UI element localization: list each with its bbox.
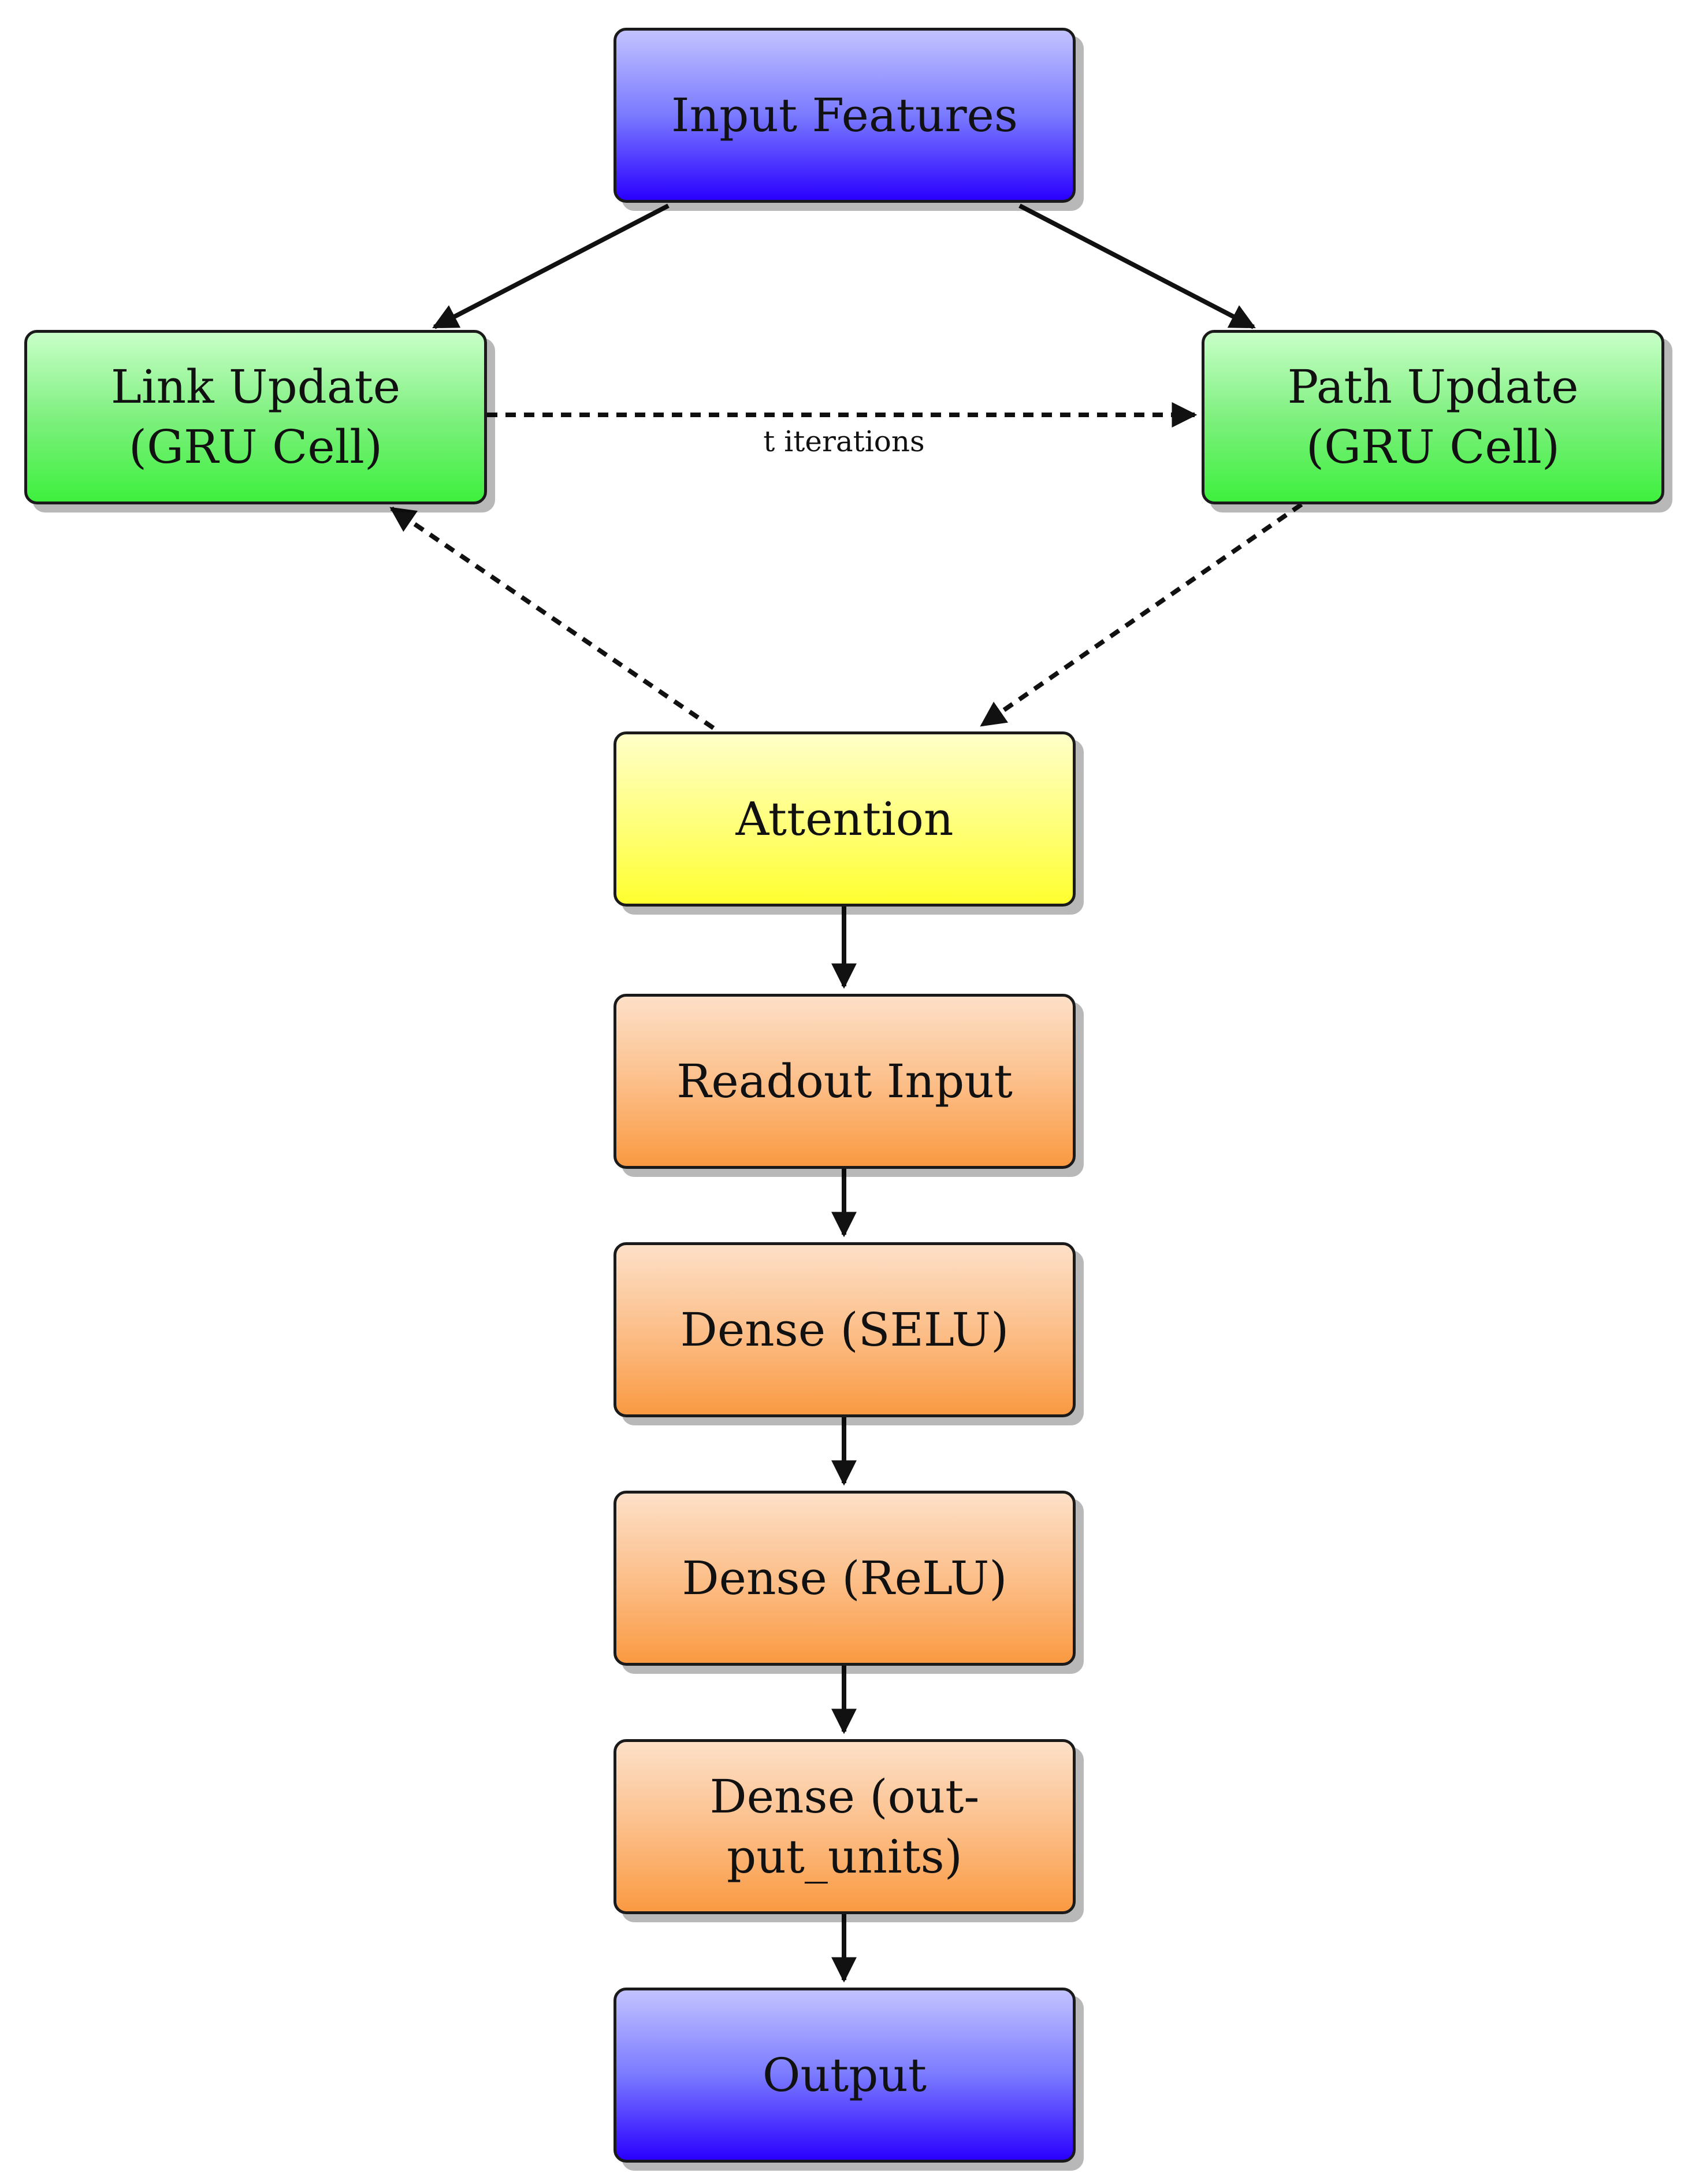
node-label: put_units) <box>727 1829 962 1884</box>
node-label: Input Features <box>671 88 1018 142</box>
edge-input-to-path <box>1018 203 1256 329</box>
node-label: Dense (out- <box>709 1769 980 1823</box>
node-path-update: Path Update (GRU Cell) <box>1202 330 1664 504</box>
node-output: Output <box>614 1988 1076 2163</box>
node-label: Path Update <box>1287 360 1579 414</box>
node-input-features: Input Features <box>614 28 1076 203</box>
edge-path-to-attention <box>980 502 1303 727</box>
edge-attention-to-link <box>389 506 715 730</box>
node-dense-relu: Dense (ReLU) <box>614 1491 1076 1666</box>
node-attention: Attention <box>614 731 1076 907</box>
node-readout-input: Readout Input <box>614 994 1076 1169</box>
node-dense-output-units: Dense (out- put_units) <box>614 1739 1076 1914</box>
node-label: (GRU Cell) <box>1306 420 1560 474</box>
node-label: (GRU Cell) <box>128 420 383 474</box>
edge-input-to-link <box>432 203 670 329</box>
node-dense-selu: Dense (SELU) <box>614 1242 1076 1417</box>
node-label: Dense (SELU) <box>680 1302 1009 1357</box>
node-label: Attention <box>735 792 954 846</box>
node-label: Output <box>762 2048 927 2102</box>
node-label: Readout Input <box>676 1054 1013 1108</box>
node-link-update: Link Update (GRU Cell) <box>24 330 487 504</box>
node-label: Dense (ReLU) <box>682 1551 1007 1605</box>
node-label: Link Update <box>110 360 401 414</box>
iteration-label: t iterations <box>763 425 925 458</box>
